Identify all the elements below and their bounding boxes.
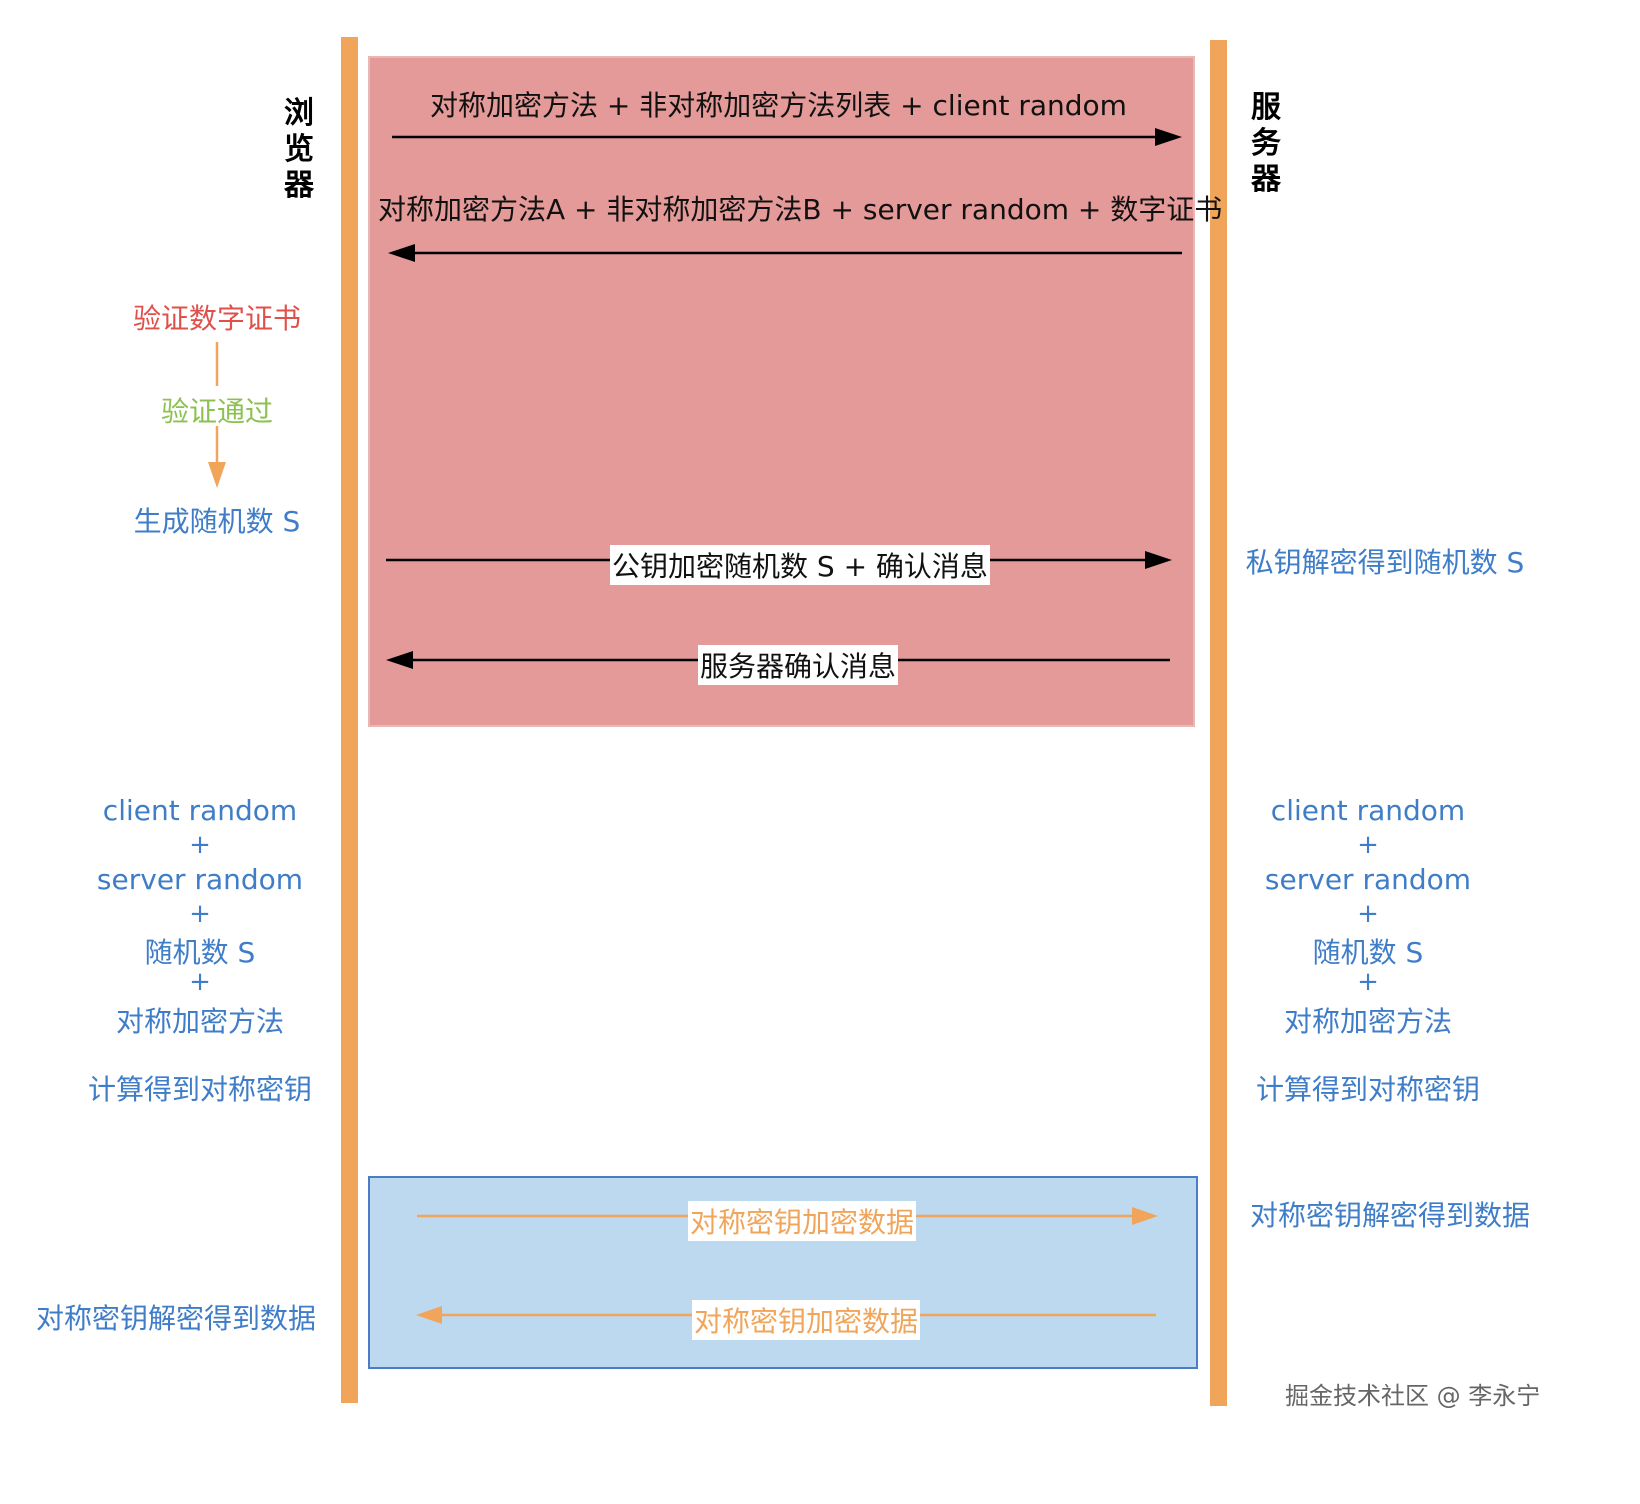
browser-char-1: 浏 — [284, 96, 314, 131]
msg-server-hello: 对称加密方法A + 非对称加密方法B + server random + 数字证… — [378, 193, 1223, 226]
server-plus-1: + — [1357, 830, 1379, 860]
server-decrypt: 对称密钥解密得到数据 — [1249, 1199, 1530, 1232]
browser-lifeline — [341, 37, 358, 1403]
server-plus-2: + — [1357, 899, 1379, 929]
browser-char-2: 览 — [284, 132, 314, 167]
server-term-server-random: server random — [1264, 863, 1472, 896]
step-verify-cert: 验证数字证书 — [132, 302, 301, 335]
browser-plus-1: + — [189, 830, 211, 860]
handshake-box — [368, 56, 1195, 727]
browser-term-client-random: client random — [102, 794, 298, 827]
server-label: 服 务 器 — [1246, 90, 1286, 198]
msg-encrypted-out: 对称密钥加密数据 — [688, 1201, 917, 1241]
msg-client-hello: 对称加密方法 + 非对称加密方法列表 + client random — [430, 89, 1127, 122]
browser-plus-3: + — [189, 967, 211, 997]
server-compute-key: 计算得到对称密钥 — [1255, 1073, 1480, 1106]
arrow-server-hello — [388, 244, 1182, 262]
server-char-1: 服 — [1251, 90, 1281, 125]
server-term-symmetric: 对称加密方法 — [1283, 1005, 1452, 1038]
server-plus-3: + — [1357, 967, 1379, 997]
browser-plus-2: + — [189, 899, 211, 929]
browser-term-server-random: server random — [96, 863, 304, 896]
msg-server-confirm: 服务器确认消息 — [698, 645, 899, 685]
browser-compute-key: 计算得到对称密钥 — [87, 1073, 312, 1106]
browser-decrypt: 对称密钥解密得到数据 — [35, 1302, 316, 1335]
browser-char-3: 器 — [284, 168, 314, 203]
server-char-2: 务 — [1251, 126, 1281, 161]
browser-label: 浏 览 器 — [279, 96, 319, 204]
arrow-client-hello — [392, 128, 1182, 146]
msg-encrypted-in: 对称密钥加密数据 — [692, 1300, 921, 1340]
server-term-client-random: client random — [1270, 794, 1466, 827]
server-term-random-s: 随机数 S — [1312, 936, 1424, 969]
step-gen-random: 生成随机数 S — [133, 505, 301, 538]
step-verify-pass: 验证通过 — [160, 395, 273, 428]
server-lifeline — [1210, 40, 1227, 1406]
server-char-3: 器 — [1251, 162, 1281, 197]
watermark: 掘金技术社区 @ 李永宁 — [1285, 1382, 1541, 1410]
server-decrypt-random: 私钥解密得到随机数 S — [1245, 546, 1525, 579]
msg-pre-master: 公钥加密随机数 S + 确认消息 — [610, 545, 990, 585]
browser-term-symmetric: 对称加密方法 — [115, 1005, 284, 1038]
browser-term-random-s: 随机数 S — [144, 936, 256, 969]
arrow-verify-flow — [208, 342, 226, 488]
